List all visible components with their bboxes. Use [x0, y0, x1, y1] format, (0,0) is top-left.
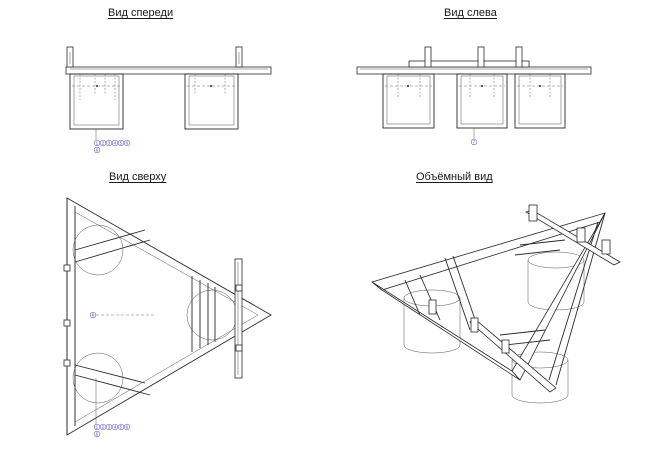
- view-title-front: Вид спереди: [108, 7, 174, 19]
- svg-text:1: 1: [96, 425, 99, 430]
- svg-text:2: 2: [102, 425, 105, 430]
- callout-6: 6: [123, 139, 131, 147]
- front-callouts: 1 2 3 4 5 6 6: [93, 139, 131, 154]
- callout-6b: 6: [93, 146, 101, 154]
- iso-tank-bottom: [511, 351, 569, 404]
- iso-view-drawing: [371, 204, 621, 404]
- callout-8: 8: [89, 311, 97, 319]
- front-view-drawing: [65, 46, 272, 140]
- callout-5: 5: [117, 139, 125, 147]
- top-view-drawing: [63, 197, 272, 436]
- view-title-iso: Объёмный вид: [416, 171, 493, 183]
- svg-text:8: 8: [92, 313, 95, 318]
- callout-1: 1: [93, 139, 101, 147]
- left-callout: 7: [470, 138, 478, 146]
- view-title-top: Вид сверху: [109, 171, 167, 183]
- top-callout-6b: 6: [93, 430, 101, 438]
- svg-text:6: 6: [96, 432, 99, 437]
- top-callout-6: 6: [123, 423, 131, 431]
- top-callout-3: 3: [105, 423, 113, 431]
- top-callout-5: 5: [117, 423, 125, 431]
- top-callout-2: 2: [99, 423, 107, 431]
- svg-text:5: 5: [120, 425, 123, 430]
- left-view-drawing: [356, 46, 592, 139]
- svg-text:1: 1: [96, 141, 99, 146]
- svg-text:2: 2: [102, 141, 105, 146]
- svg-text:6: 6: [96, 148, 99, 153]
- callout-3: 3: [105, 139, 113, 147]
- svg-text:3: 3: [108, 141, 111, 146]
- svg-text:6: 6: [126, 425, 129, 430]
- top-callout-1: 1: [93, 423, 101, 431]
- top-callouts: 8 1 2 3 4 5 6 6: [89, 311, 131, 438]
- top-callout-4: 4: [111, 423, 119, 431]
- view-title-left: Вид слева: [444, 7, 497, 19]
- svg-text:5: 5: [120, 141, 123, 146]
- svg-text:7: 7: [473, 140, 476, 145]
- svg-text:4: 4: [114, 425, 117, 430]
- callout-4: 4: [111, 139, 119, 147]
- svg-text:4: 4: [114, 141, 117, 146]
- svg-text:3: 3: [108, 425, 111, 430]
- callout-2: 2: [99, 139, 107, 147]
- svg-text:6: 6: [126, 141, 129, 146]
